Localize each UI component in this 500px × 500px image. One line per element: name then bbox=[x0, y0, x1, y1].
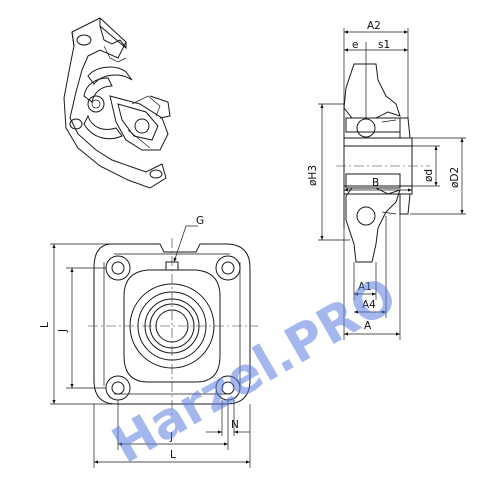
dim-label-d: ød bbox=[423, 169, 435, 182]
isometric-cutaway-view bbox=[63, 17, 171, 189]
dim-label-a2: A2 bbox=[367, 20, 381, 32]
dim-label-j-bottom: J bbox=[169, 431, 173, 443]
dim-label-h3: øH3 bbox=[307, 165, 319, 186]
dim-label-a4: A4 bbox=[362, 299, 376, 311]
dim-label-d2: øD2 bbox=[449, 167, 461, 188]
dim-label-e: e bbox=[352, 39, 358, 51]
dim-label-l-bottom: L bbox=[170, 449, 176, 461]
dim-label-a1: A1 bbox=[358, 281, 372, 293]
front-view-dimensions: G L J J N L bbox=[39, 215, 251, 468]
dim-label-l-left: L bbox=[39, 322, 51, 328]
watermark-text: Harzel.PRO bbox=[102, 266, 406, 475]
dim-label-a: A bbox=[364, 320, 372, 332]
dim-label-b: B bbox=[372, 177, 379, 189]
dim-label-n: N bbox=[231, 419, 239, 431]
dim-label-j-left: J bbox=[57, 329, 69, 333]
front-view bbox=[88, 238, 258, 416]
dim-label-g: G bbox=[196, 215, 204, 227]
dim-label-s1: s1 bbox=[378, 39, 390, 51]
side-view-dimensions: A2 e s1 øH3 ød øD2 B A1 A4 bbox=[307, 20, 466, 340]
side-section-view bbox=[336, 63, 430, 263]
